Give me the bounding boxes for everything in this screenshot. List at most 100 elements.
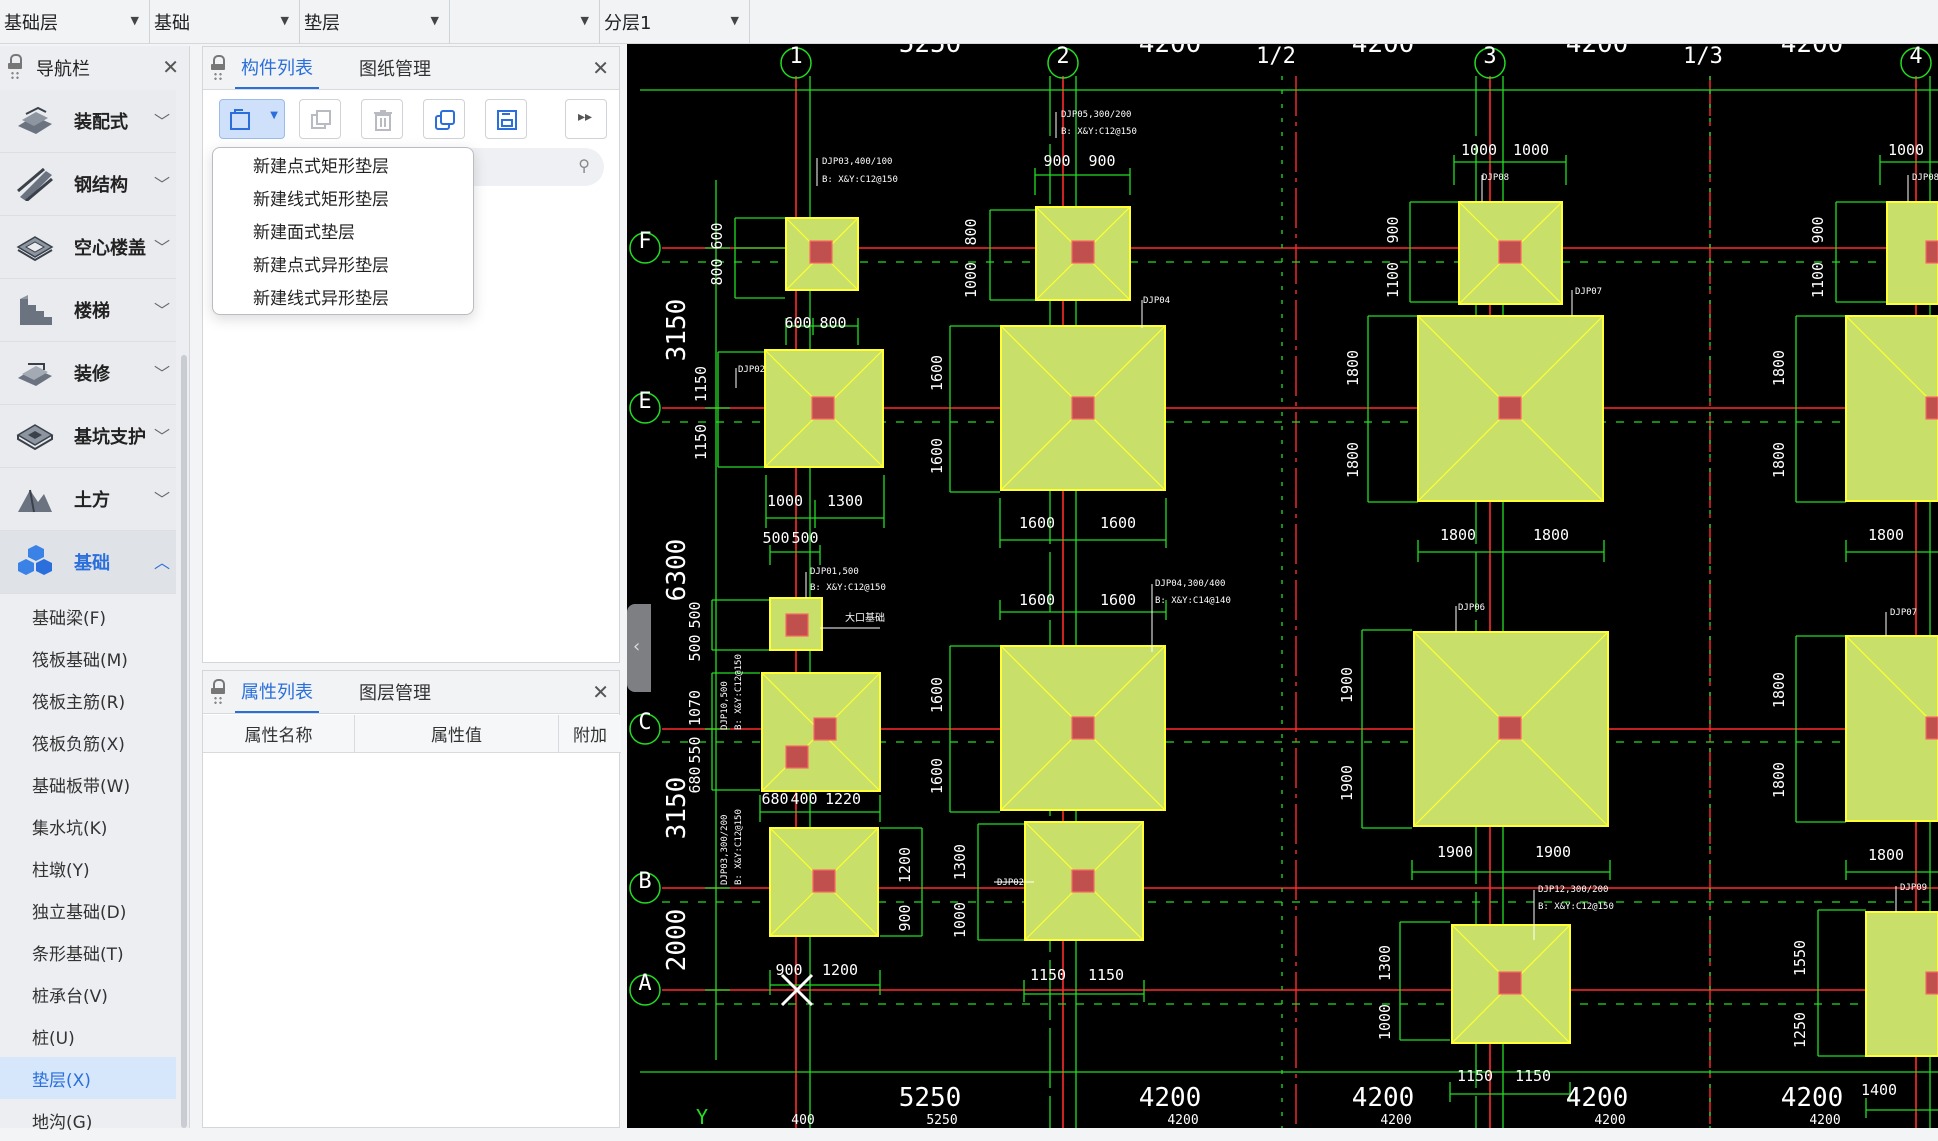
sublayer-selector-value: 分层1 [604,13,652,34]
bottom-dimension-label: 4200 [1781,1083,1844,1113]
component-tag: DJP04,300/400 [1155,579,1225,589]
bottom-small-dimension-label: 4200 [1594,1113,1625,1128]
sublayer-selector[interactable]: 分层1 ▼ [600,0,750,44]
menu-item-new-line-irregular-cushion[interactable]: 新建线式异形垫层 [253,289,389,309]
nav-sub-item-selected[interactable]: 垫层(X) [0,1057,176,1099]
nav-sub-item[interactable]: 集水坑(K) [32,818,108,839]
dimension-text: 1600 [1100,591,1136,609]
cushion-pad [1845,635,1938,822]
dimension-text: 1600 [1100,514,1136,532]
copy-to-floor-button[interactable] [423,99,465,139]
dimension-text: 900 [1043,152,1070,170]
navigation-panel-title: 导航栏 [36,59,90,80]
left-dimension-label: 3150 [662,299,692,362]
pin-lock-icon[interactable] [8,54,22,80]
nav-scrollbar[interactable] [181,355,187,1128]
decoration-icon [18,363,52,386]
nav-category-stairs[interactable]: 楼梯 ﹀ [0,279,176,342]
dimension-text: 1200 [822,961,858,979]
component-tag: B: X&Y:C12@150 [734,809,744,885]
nav-category-earthwork[interactable]: 土方 ﹀ [0,468,176,531]
chevron-up-icon: ︿ [153,553,170,572]
dimension-text: 800 [708,258,726,285]
menu-item-new-area-cushion[interactable]: 新建面式垫层 [253,223,355,243]
component-tag: DJP04 [1143,296,1170,306]
close-icon[interactable]: ✕ [592,680,609,704]
copy-component-button[interactable] [299,99,341,139]
dimension-text: 1800 [1344,350,1362,386]
steel-structure-icon [17,167,53,201]
nav-category-pit-support[interactable]: 基坑支护 ﹀ [0,405,176,468]
tab-properties-list[interactable]: 属性列表 [235,671,319,713]
close-icon[interactable]: ✕ [162,55,179,79]
column-header-property-name[interactable]: 属性名称 [203,715,355,753]
column-header-property-value[interactable]: 属性值 [355,715,559,753]
row-axis-label: A [638,971,651,996]
layer-selector-bar: 基础层 ▼ 基础 ▼ 垫层 ▼ ▼ 分层1 ▼ [0,0,1938,44]
nav-category-foundation[interactable]: 基础 ︿ [0,531,176,594]
nav-sub-item[interactable]: 筏板主筋(R) [32,692,126,713]
nav-sub-item[interactable]: 筏板负筋(X) [32,734,125,755]
component-tag: DJP08 [1482,173,1509,183]
save-library-icon [497,110,517,130]
floor-selector-value: 基础层 [4,13,58,34]
dropdown-arrow-icon[interactable]: ▼ [270,110,278,121]
nav-category-label: 土方 [74,490,110,511]
row-axis-label: B [638,869,651,894]
save-component-button[interactable] [485,99,527,139]
dimension-text: 1800 [1868,526,1904,544]
column-header-extra[interactable]: 附加 [559,715,621,753]
nav-sub-item[interactable]: 独立基础(D) [32,902,127,923]
bottom-dimension-label: 4200 [1566,1083,1629,1113]
tab-component-list[interactable]: 构件列表 [235,47,319,89]
row-axis-label: E [638,389,651,414]
menu-item-new-point-rect-cushion[interactable]: 新建点式矩形垫层 [253,157,389,177]
nav-category-hollow-floor[interactable]: 空心楼盖 ﹀ [0,216,176,279]
category-selector-value: 基础 [154,13,190,34]
pin-lock-icon[interactable] [211,55,225,81]
tab-layer-management[interactable]: 图层管理 [359,683,431,704]
chevron-left-icon: ‹ [633,636,641,657]
nav-category-decoration[interactable]: 装修 ﹀ [0,342,176,405]
floor-selector[interactable]: 基础层 ▼ [0,0,150,44]
component-tag: B: X&Y:C12@150 [1061,127,1137,137]
tab-drawing-management[interactable]: 图纸管理 [359,59,431,80]
dimension-text: 1600 [928,758,946,794]
bottom-small-dimension-label: 400 [791,1113,814,1128]
pin-lock-icon[interactable] [211,679,225,705]
menu-item-new-line-rect-cushion[interactable]: 新建线式矩形垫层 [253,190,389,210]
nav-sub-item[interactable]: 桩(U) [32,1028,75,1049]
new-component-button[interactable]: ▼ [219,99,285,139]
nav-category-label: 装配式 [74,112,128,133]
cad-drawing-canvas[interactable]: 5250420042004200420052504200420042004200… [627,44,1938,1128]
dimension-text: 1800 [1770,672,1788,708]
dimension-text: 1800 [1770,350,1788,386]
properties-panel-tabs: 属性列表 图层管理 ✕ [203,671,619,714]
nav-sub-item[interactable]: 桩承台(V) [32,986,108,1007]
dimension-text: 900 [1088,152,1115,170]
nav-category-prefab[interactable]: 装配式 ﹀ [0,90,176,153]
nav-sub-item[interactable]: 柱墩(Y) [32,860,90,881]
top-dimension-label: 5250 [899,44,962,59]
nav-category-label: 空心楼盖 [74,238,146,259]
cushion-pad [1845,315,1938,502]
element-type-selector[interactable]: 垫层 ▼ [300,0,450,44]
dimension-text: 1150 [1515,1067,1551,1085]
panel-collapse-handle[interactable]: ‹ [627,604,651,692]
nav-sub-item[interactable]: 条形基础(T) [32,944,124,965]
top-dimension-label: 4200 [1139,44,1202,59]
category-selector[interactable]: 基础 ▼ [150,0,300,44]
dimension-text: 1150 [1030,966,1066,984]
menu-item-new-point-irregular-cushion[interactable]: 新建点式异形垫层 [253,256,389,276]
component-tag: B: X&Y:C12@150 [810,583,886,593]
nav-category-steel[interactable]: 钢结构 ﹀ [0,153,176,216]
nav-sub-item[interactable]: 基础梁(F) [32,608,107,629]
nav-sub-item[interactable]: 筏板基础(M) [32,650,128,671]
delete-component-button[interactable] [361,99,403,139]
close-icon[interactable]: ✕ [592,56,609,80]
chevron-down-icon: ﹀ [153,112,170,131]
nav-sub-item[interactable]: 基础板带(W) [32,776,131,797]
nav-sub-item[interactable]: 地沟(G) [32,1112,93,1133]
component-selector[interactable]: ▼ [450,0,600,44]
expand-toolbar-button[interactable]: ▸▸ [565,99,607,139]
